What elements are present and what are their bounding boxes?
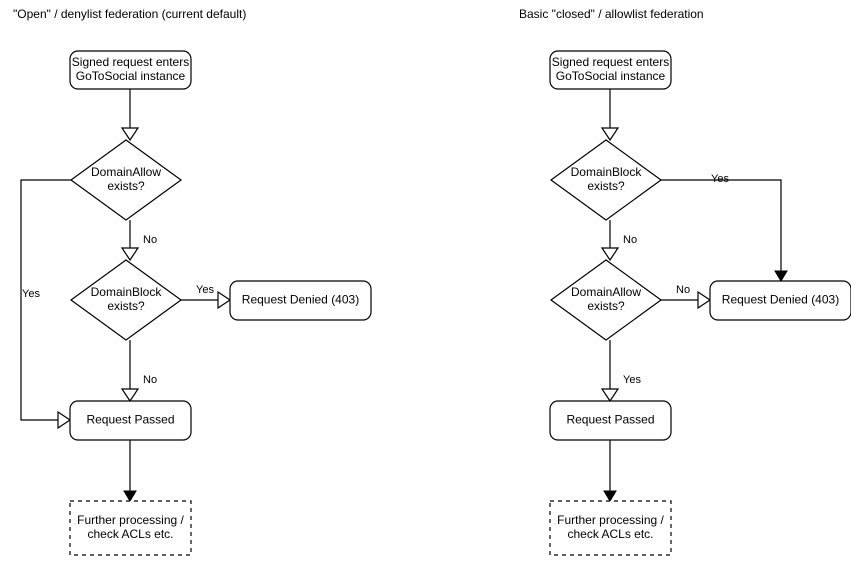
- request-passed[interactable]: Request Passed: [549, 400, 672, 441]
- edge-entry-to-domain-block-arrowhead: [600, 127, 620, 142]
- edge-domain-block-no-arrowhead: [600, 247, 620, 262]
- diagram-title-closed-allowlist: Basic "closed" / allowlist federation: [519, 7, 704, 21]
- edge-domain-allow-no: No: [120, 220, 157, 262]
- edge-entry-to-domain-block: [600, 89, 620, 142]
- diagram-title-open-denylist: "Open" / denylist federation (current de…: [13, 7, 246, 21]
- edge-passed-to-further: [603, 440, 617, 502]
- further-processing-label: Further processing /check ACLs etc.: [557, 513, 664, 541]
- further-processing-shape[interactable]: [69, 500, 192, 556]
- request-passed-shape[interactable]: [549, 400, 672, 441]
- edge-domain-allow-yes-line: [20, 179, 71, 421]
- edge-domain-allow-no-arrowhead: [120, 247, 140, 262]
- further-processing[interactable]: Further processing /check ACLs etc.: [549, 500, 672, 556]
- edge-domain-block-no: No: [120, 340, 157, 403]
- edge-domain-block-no-label: No: [623, 234, 637, 246]
- request-passed[interactable]: Request Passed: [69, 400, 192, 441]
- signed-request-entry-shape[interactable]: [549, 50, 672, 90]
- edge-domain-block-yes-arrowhead: [774, 270, 788, 282]
- request-passed-shape[interactable]: [69, 400, 192, 441]
- edge-passed-to-further: [123, 440, 137, 502]
- edge-domain-block-no: No: [600, 220, 637, 262]
- domain-allow-decision-shape[interactable]: [69, 139, 183, 221]
- edge-domain-block-no-label: No: [143, 374, 157, 386]
- diagram-open-denylist: "Open" / denylist federation (current de…: [13, 7, 372, 556]
- request-denied-label: Request Denied (403): [242, 293, 359, 307]
- request-denied[interactable]: Request Denied (403): [229, 280, 372, 321]
- further-processing[interactable]: Further processing /check ACLs etc.: [69, 500, 192, 556]
- request-denied-shape[interactable]: [229, 280, 372, 321]
- domain-block-decision-shape[interactable]: [69, 259, 183, 341]
- request-denied-label: Request Denied (403): [722, 293, 839, 307]
- edge-domain-allow-no: No: [661, 284, 712, 310]
- edge-domain-allow-yes: Yes: [600, 340, 641, 403]
- edge-domain-allow-yes-label: Yes: [623, 374, 641, 386]
- diagram-closed-allowlist: Basic "closed" / allowlist federationYes…: [519, 7, 851, 556]
- edge-domain-allow-yes-arrowhead: [600, 388, 620, 403]
- edge-domain-block-yes-arrowhead: [217, 290, 232, 310]
- signed-request-entry-shape[interactable]: [69, 50, 192, 90]
- edge-domain-block-no-arrowhead: [120, 388, 140, 403]
- domain-allow-decision-shape[interactable]: [549, 259, 663, 341]
- edge-domain-block-yes-line: [661, 179, 782, 271]
- edge-domain-allow-no-arrowhead: [697, 290, 712, 310]
- request-denied[interactable]: Request Denied (403): [709, 280, 851, 321]
- edge-entry-to-domain-allow: [120, 89, 140, 142]
- edge-domain-block-yes: Yes: [661, 173, 788, 282]
- edge-domain-allow-yes-arrowhead: [57, 410, 72, 430]
- edge-domain-block-yes-label: Yes: [711, 173, 729, 185]
- request-denied-shape[interactable]: [709, 280, 851, 321]
- further-processing-shape[interactable]: [549, 500, 672, 556]
- request-passed-label: Request Passed: [86, 413, 174, 427]
- request-passed-label: Request Passed: [566, 413, 654, 427]
- further-processing-label: Further processing /check ACLs etc.: [77, 513, 184, 541]
- edge-domain-allow-no-label: No: [676, 284, 690, 296]
- edge-passed-to-further-arrowhead: [123, 490, 137, 502]
- edge-domain-block-yes-label: Yes: [196, 284, 214, 296]
- edge-domain-block-yes: Yes: [181, 284, 232, 310]
- edge-domain-allow-yes: Yes: [20, 179, 72, 430]
- edge-domain-allow-no-label: No: [143, 234, 157, 246]
- edge-passed-to-further-arrowhead: [603, 490, 617, 502]
- edge-domain-allow-yes-label: Yes: [22, 288, 40, 300]
- edge-entry-to-domain-allow-arrowhead: [120, 127, 140, 142]
- domain-block-decision-shape[interactable]: [549, 139, 663, 221]
